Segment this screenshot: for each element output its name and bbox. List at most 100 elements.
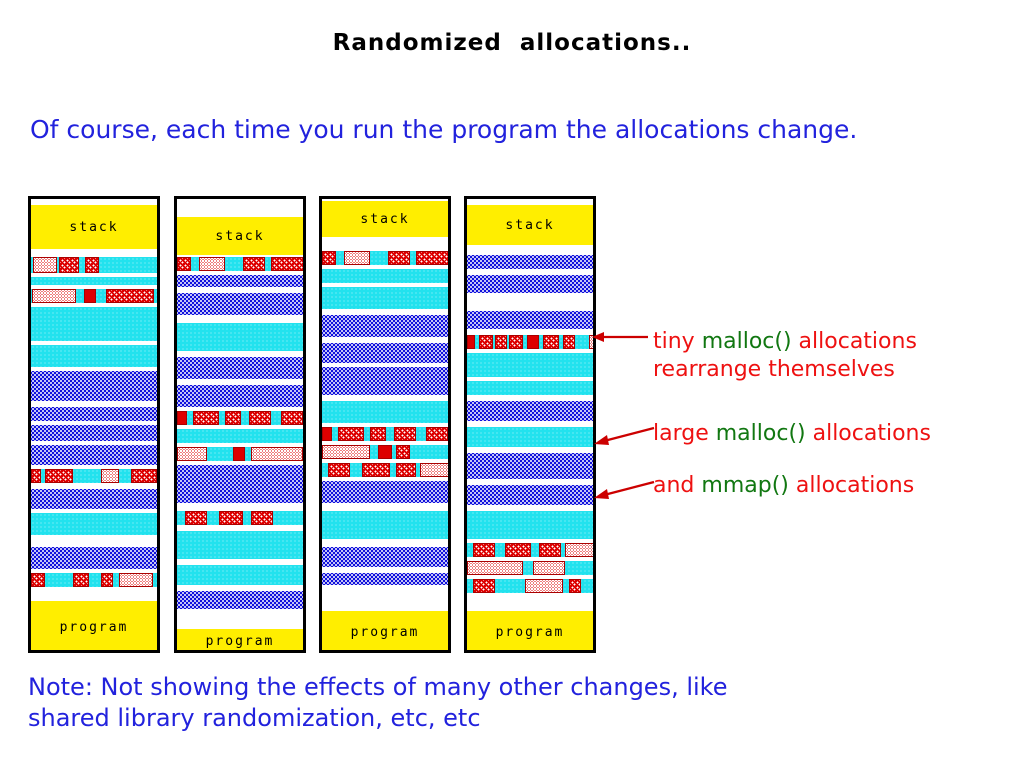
tiny-malloc-row xyxy=(177,447,303,461)
tiny-malloc-row xyxy=(177,511,303,525)
callout-code-token: malloc() xyxy=(715,421,806,446)
tiny-malloc-chunk xyxy=(131,469,157,483)
large-malloc-band xyxy=(31,371,157,401)
large-malloc-band xyxy=(322,367,448,395)
mmap-band xyxy=(322,511,448,539)
tiny-malloc-chunk xyxy=(45,469,73,483)
arrow-mmap xyxy=(594,480,655,499)
tiny-malloc-row xyxy=(31,573,157,587)
large-malloc-band xyxy=(467,255,593,269)
tiny-malloc-chunk xyxy=(479,335,493,349)
tiny-malloc-chunk xyxy=(509,335,523,349)
callout-large-malloc: large malloc() allocations xyxy=(653,420,931,448)
mmap-band xyxy=(177,531,303,559)
tiny-malloc-chunk xyxy=(473,579,495,593)
region-program: program xyxy=(177,629,303,650)
tiny-malloc-chunk xyxy=(344,251,370,265)
tiny-malloc-chunk xyxy=(199,257,225,271)
tiny-malloc-chunk xyxy=(525,579,563,593)
large-malloc-band xyxy=(467,453,593,479)
tiny-malloc-row xyxy=(467,579,593,593)
tiny-malloc-chunk xyxy=(322,445,370,459)
tiny-malloc-chunk xyxy=(396,445,410,459)
tiny-malloc-chunk xyxy=(527,335,539,349)
callout-mmap: and mmap() allocations xyxy=(653,472,914,500)
tiny-malloc-chunk xyxy=(543,335,559,349)
tiny-malloc-chunk xyxy=(225,411,241,425)
mmap-band xyxy=(31,277,157,285)
tiny-malloc-chunk xyxy=(59,257,79,273)
large-malloc-band xyxy=(322,481,448,503)
page-title: Randomized allocations.. xyxy=(332,30,692,56)
callout-text: allocations xyxy=(788,473,915,498)
tiny-malloc-chunk xyxy=(251,511,273,525)
arrow-tiny-malloc xyxy=(592,332,648,342)
tiny-malloc-chunk xyxy=(31,573,45,587)
tiny-malloc-chunk xyxy=(271,257,303,271)
large-malloc-band xyxy=(177,591,303,609)
large-malloc-band xyxy=(177,465,303,503)
tiny-malloc-chunk xyxy=(563,335,575,349)
mmap-band xyxy=(322,269,448,283)
arrow-large-malloc xyxy=(594,426,655,445)
large-malloc-band xyxy=(322,547,448,567)
callout-tiny-malloc: tiny malloc() allocations rearrange them… xyxy=(653,328,917,384)
tiny-malloc-chunk xyxy=(106,289,154,303)
tiny-malloc-chunk xyxy=(84,289,96,303)
region-program: program xyxy=(31,601,157,650)
tiny-malloc-chunk xyxy=(31,469,41,483)
region-stack: stack xyxy=(31,205,157,249)
mmap-band xyxy=(177,429,303,443)
tiny-malloc-chunk xyxy=(378,445,392,459)
large-malloc-band xyxy=(31,425,157,441)
tiny-malloc-chunk xyxy=(338,427,364,441)
tiny-malloc-row xyxy=(31,257,157,273)
tiny-malloc-chunk xyxy=(426,427,448,441)
callout-code-token: mmap() xyxy=(701,473,789,498)
large-malloc-band xyxy=(467,311,593,329)
large-malloc-band xyxy=(177,385,303,407)
mmap-band xyxy=(177,323,303,351)
large-malloc-band xyxy=(177,293,303,315)
tiny-malloc-row xyxy=(177,257,303,271)
tiny-malloc-chunk xyxy=(495,335,507,349)
tiny-malloc-row xyxy=(322,445,448,459)
tiny-malloc-chunk xyxy=(119,573,153,587)
tiny-malloc-chunk xyxy=(101,573,113,587)
tiny-malloc-chunk xyxy=(505,543,531,557)
large-malloc-band xyxy=(31,445,157,465)
mmap-band xyxy=(467,427,593,447)
mmap-band xyxy=(31,307,157,341)
tiny-malloc-row xyxy=(467,561,593,575)
tiny-malloc-row xyxy=(322,427,448,441)
tiny-malloc-chunk xyxy=(589,335,593,349)
large-malloc-band xyxy=(31,489,157,509)
tiny-malloc-chunk xyxy=(193,411,219,425)
region-program: program xyxy=(322,611,448,650)
tiny-malloc-chunk xyxy=(396,463,416,477)
tiny-malloc-chunk xyxy=(322,251,336,265)
tiny-malloc-chunk xyxy=(243,257,265,271)
tiny-malloc-chunk xyxy=(473,543,495,557)
mmap-band xyxy=(467,511,593,539)
tiny-malloc-row xyxy=(467,335,593,349)
large-malloc-band xyxy=(467,485,593,505)
tiny-malloc-chunk xyxy=(251,447,303,461)
large-malloc-band xyxy=(177,275,303,287)
tiny-malloc-chunk xyxy=(32,289,76,303)
tiny-malloc-chunk xyxy=(185,511,207,525)
tiny-malloc-chunk xyxy=(370,427,386,441)
tiny-malloc-chunk xyxy=(177,447,207,461)
callout-text: tiny xyxy=(653,329,702,354)
tiny-malloc-chunk xyxy=(539,543,561,557)
tiny-malloc-chunk xyxy=(420,463,448,477)
tiny-malloc-row xyxy=(322,251,448,265)
large-malloc-band xyxy=(177,357,303,379)
tiny-malloc-chunk xyxy=(281,411,303,425)
tiny-malloc-chunk xyxy=(101,469,119,483)
tiny-malloc-chunk xyxy=(533,561,565,575)
callout-text: and xyxy=(653,473,702,498)
tiny-malloc-row xyxy=(467,543,593,557)
mmap-band xyxy=(177,565,303,585)
